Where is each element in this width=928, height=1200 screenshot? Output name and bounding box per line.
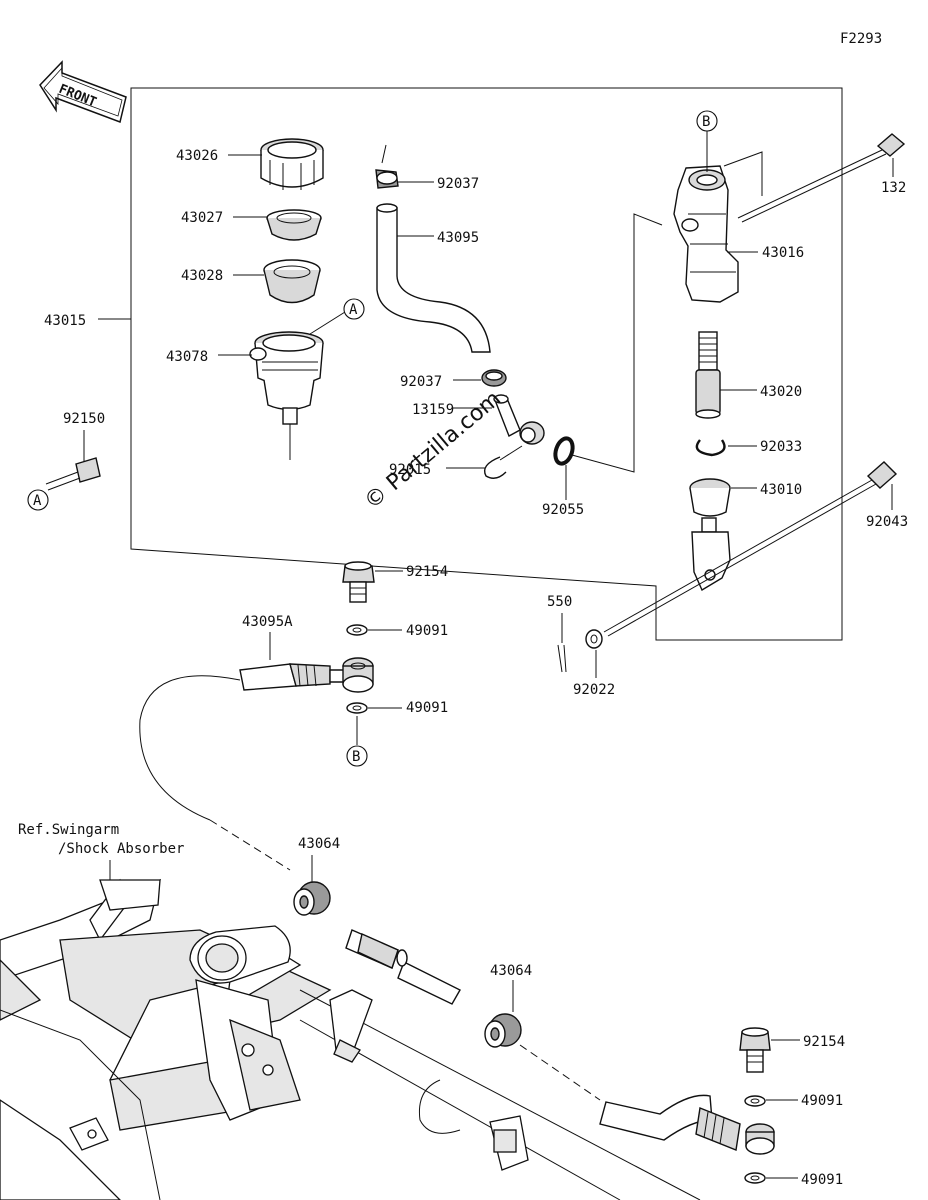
label-92043: 92043 [866,514,908,530]
circlip-92015 [483,456,507,479]
washer-49091-d [744,1172,766,1184]
cotter-pin [557,644,567,673]
label-92037-top: 92037 [437,176,479,192]
ref-note-line2: /Shock Absorber [58,841,184,857]
brake-hose-lower [599,1094,713,1141]
hose-clamp-mid [481,369,507,387]
label-43016: 43016 [762,245,804,261]
label-43078: 43078 [166,349,208,365]
label-43015: 43015 [44,313,86,329]
label-49091-d: 49091 [801,1172,843,1188]
brake-hose-end [239,657,374,693]
diaphragm [263,259,321,304]
label-43026: 43026 [176,148,218,164]
label-43064-a: 43064 [298,836,340,852]
label-43064-b: 43064 [490,963,532,979]
label-92037-mid: 92037 [400,374,442,390]
callout-a-bolt-label: A [33,493,42,509]
hose-clamp-top [375,144,399,189]
bolt-132 [737,133,906,223]
label-92154-top: 92154 [406,564,448,580]
label-92015: 92015 [389,462,431,478]
banjo-fitting-lower [695,1107,775,1155]
grommet-43064-b [484,1013,522,1048]
grommet-43064-a [293,881,331,916]
callout-a-tank-label: A [349,302,358,318]
bolt-92150 [45,457,101,491]
label-43095: 43095 [437,230,479,246]
callout-b-hose [346,745,368,767]
label-43010: 43010 [760,482,802,498]
label-13159: 13159 [412,402,454,418]
label-92150: 92150 [63,411,105,427]
label-43095A: 43095A [242,614,293,630]
diaphragm-plate [266,209,322,241]
label-43020: 43020 [760,384,802,400]
label-550: 550 [547,594,572,610]
master-cylinder-body [673,151,763,303]
reservoir-tank [249,331,324,460]
hose-route-top [139,675,241,821]
label-92022: 92022 [573,682,615,698]
callout-a-bolt [27,489,49,511]
banjo-bolt-top [342,561,375,603]
label-49091-b: 49091 [406,700,448,716]
hose-protector [345,929,461,1005]
callout-a-tank [343,298,365,320]
o-ring [553,436,575,466]
label-92154-bottom: 92154 [803,1034,845,1050]
label-43028: 43028 [181,268,223,284]
clevis-pin [603,461,898,637]
callout-b-cylinder-label: B [702,114,710,130]
label-92033: 92033 [760,439,802,455]
label-132: 132 [881,180,906,196]
figure-code: F2293 [840,31,882,47]
washer-49091-c [744,1095,766,1107]
label-43027: 43027 [181,210,223,226]
label-49091-c: 49091 [801,1093,843,1109]
washer-49091-a [346,624,368,636]
swingarm-reference [0,878,701,1200]
washer-92022 [585,629,603,649]
banjo-bolt-bottom [739,1027,771,1073]
callout-b-hose-label: B [352,749,360,765]
reservoir-cap [260,138,324,190]
assembly-bracket-frame [130,87,843,641]
circlip-92033 [695,439,726,457]
front-arrow-icon: FRONT [39,60,127,124]
label-49091-a: 49091 [406,623,448,639]
push-rod [689,478,731,592]
ref-note-line1: Ref.Swingarm [18,822,119,838]
label-92055: 92055 [542,502,584,518]
washer-49091-b [346,702,368,714]
piston-assembly [695,331,721,419]
reservoir-hose [376,207,491,353]
